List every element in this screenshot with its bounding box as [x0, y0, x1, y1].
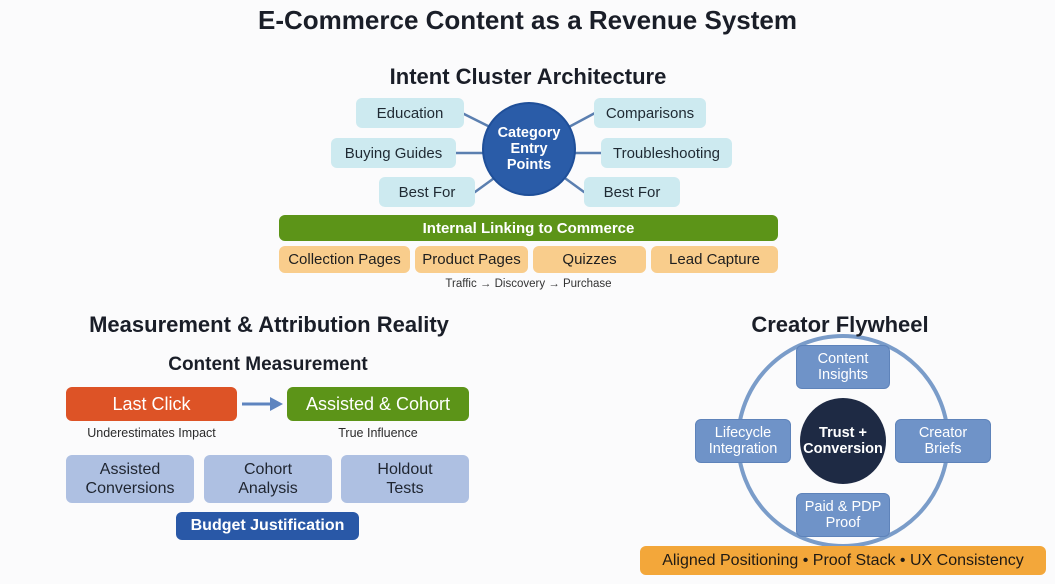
core-line-2: Conversion	[803, 441, 883, 457]
assisted-cohort-box: Assisted & Cohort	[287, 387, 469, 421]
flow-caption: Traffic → Discovery → Purchase	[445, 278, 612, 290]
measurement-heading: Measurement & Attribution Reality	[89, 312, 449, 337]
commerce-quizzes: Quizzes	[533, 246, 646, 273]
commerce-product-pages: Product Pages	[415, 246, 528, 273]
commerce-lead-capture: Lead Capture	[651, 246, 778, 273]
flywheel-node-paid-pdp-proof: Paid & PDP Proof	[796, 493, 890, 537]
category-entry-points-hub: Category Entry Points	[482, 102, 576, 196]
node-line-2: Insights	[818, 367, 868, 383]
method-line-2: Conversions	[85, 480, 175, 497]
method-line-1: Assisted	[99, 461, 161, 478]
last-click-caption: Underestimates Impact	[87, 426, 216, 440]
flywheel-node-lifecycle-integration: Lifecycle Integration	[695, 419, 791, 463]
flywheel-node-creator-briefs: Creator Briefs	[895, 419, 991, 463]
method-line-2: Analysis	[238, 480, 298, 497]
method-line-2: Tests	[386, 480, 424, 497]
hub-line-3: Points	[506, 157, 552, 173]
intent-cluster-heading: Intent Cluster Architecture	[389, 64, 667, 89]
method-line-1: Holdout	[377, 461, 433, 478]
arrow-icon	[242, 397, 283, 411]
trust-conversion-core: Trust + Conversion	[800, 398, 886, 484]
method-assisted-conversions: Assisted Conversions	[66, 455, 194, 503]
assisted-cohort-caption: True Influence	[338, 426, 418, 440]
intent-node-comparisons: Comparisons	[594, 98, 706, 128]
intent-node-education: Education	[356, 98, 464, 128]
intent-node-best-for-left: Best For	[379, 177, 475, 207]
intent-node-troubleshooting: Troubleshooting	[601, 138, 732, 168]
intent-node-best-for-right: Best For	[584, 177, 680, 207]
node-line-2: Integration	[708, 441, 778, 457]
flywheel-heading: Creator Flywheel	[751, 312, 929, 337]
internal-linking-bar: Internal Linking to Commerce	[279, 215, 778, 241]
node-line-1: Lifecycle	[714, 425, 772, 441]
node-line-1: Paid & PDP	[804, 499, 882, 515]
hub-line-1: Category	[497, 125, 561, 141]
method-cohort-analysis: Cohort Analysis	[204, 455, 332, 503]
core-line-1: Trust +	[819, 425, 867, 441]
page-title: E-Commerce Content as a Revenue System	[258, 5, 797, 35]
node-line-1: Content	[817, 351, 869, 367]
method-holdout-tests: Holdout Tests	[341, 455, 469, 503]
flywheel-node-content-insights: Content Insights	[796, 345, 890, 389]
commerce-collection-pages: Collection Pages	[279, 246, 410, 273]
node-line-2: Briefs	[924, 441, 962, 457]
method-line-1: Cohort	[243, 461, 293, 478]
hub-line-2: Entry	[510, 141, 548, 157]
node-line-2: Proof	[825, 515, 861, 531]
connector-best-for-right	[560, 174, 586, 194]
budget-justification-box: Budget Justification	[176, 512, 359, 540]
node-line-1: Creator	[918, 425, 968, 441]
last-click-box: Last Click	[66, 387, 237, 421]
intent-node-buying-guides: Buying Guides	[331, 138, 456, 168]
flywheel-footer-bar: Aligned Positioning • Proof Stack • UX C…	[640, 546, 1046, 575]
content-measurement-subheading: Content Measurement	[168, 354, 368, 375]
connector-comparisons	[565, 111, 597, 130]
